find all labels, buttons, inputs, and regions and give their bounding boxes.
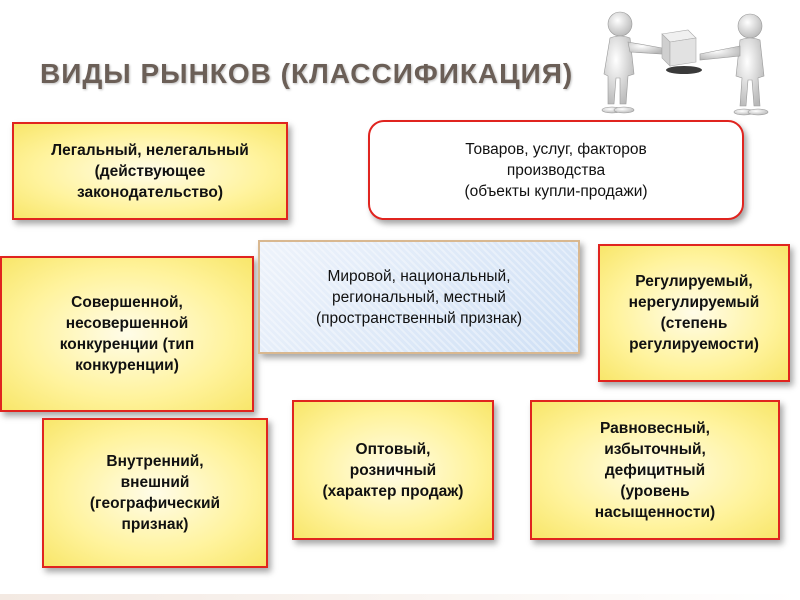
spatial-market-box: Мировой, национальный, региональный, мес… — [258, 240, 580, 354]
regulated-market-box: Регулируемый, нерегулируемый (степень ре… — [598, 244, 790, 382]
legal-market-box: Легальный, нелегальный (действующее зако… — [12, 122, 288, 220]
box-icon — [661, 29, 697, 67]
two-figures-exchanging-box-illustration — [601, 11, 769, 116]
goods-services-market-text: Товаров, услуг, факторов производства (о… — [464, 140, 648, 200]
competition-market-text: Совершенной, несовершенной конкуренции (… — [59, 294, 195, 374]
right-figure — [699, 13, 769, 116]
competition-market-box: Совершенной, несовершенной конкуренции (… — [0, 256, 254, 412]
slide-title: ВИДЫ РЫНКОВ (КЛАССИФИКАЦИЯ) — [40, 58, 574, 89]
equilibrium-market-text: Равновесный, избыточный, дефицитный (уро… — [594, 419, 716, 521]
goods-services-market-box: Товаров, услуг, факторов производства (о… — [368, 120, 744, 220]
bottom-decoration — [0, 594, 800, 600]
wholesale-retail-market-text: Оптовый, розничный (характер продаж) — [322, 440, 464, 500]
geographic-market-text: Внутренний, внешний (географический приз… — [89, 453, 221, 533]
wholesale-retail-market-box: Оптовый, розничный (характер продаж) — [292, 400, 494, 540]
left-figure — [601, 11, 663, 114]
spatial-market-text: Мировой, национальный, региональный, мес… — [315, 267, 523, 327]
regulated-market-text: Регулируемый, нерегулируемый (степень ре… — [628, 273, 760, 353]
geographic-market-box: Внутренний, внешний (географический приз… — [42, 418, 268, 568]
equilibrium-market-box: Равновесный, избыточный, дефицитный (уро… — [530, 400, 780, 540]
legal-market-text: Легальный, нелегальный (действующее зако… — [51, 141, 249, 201]
